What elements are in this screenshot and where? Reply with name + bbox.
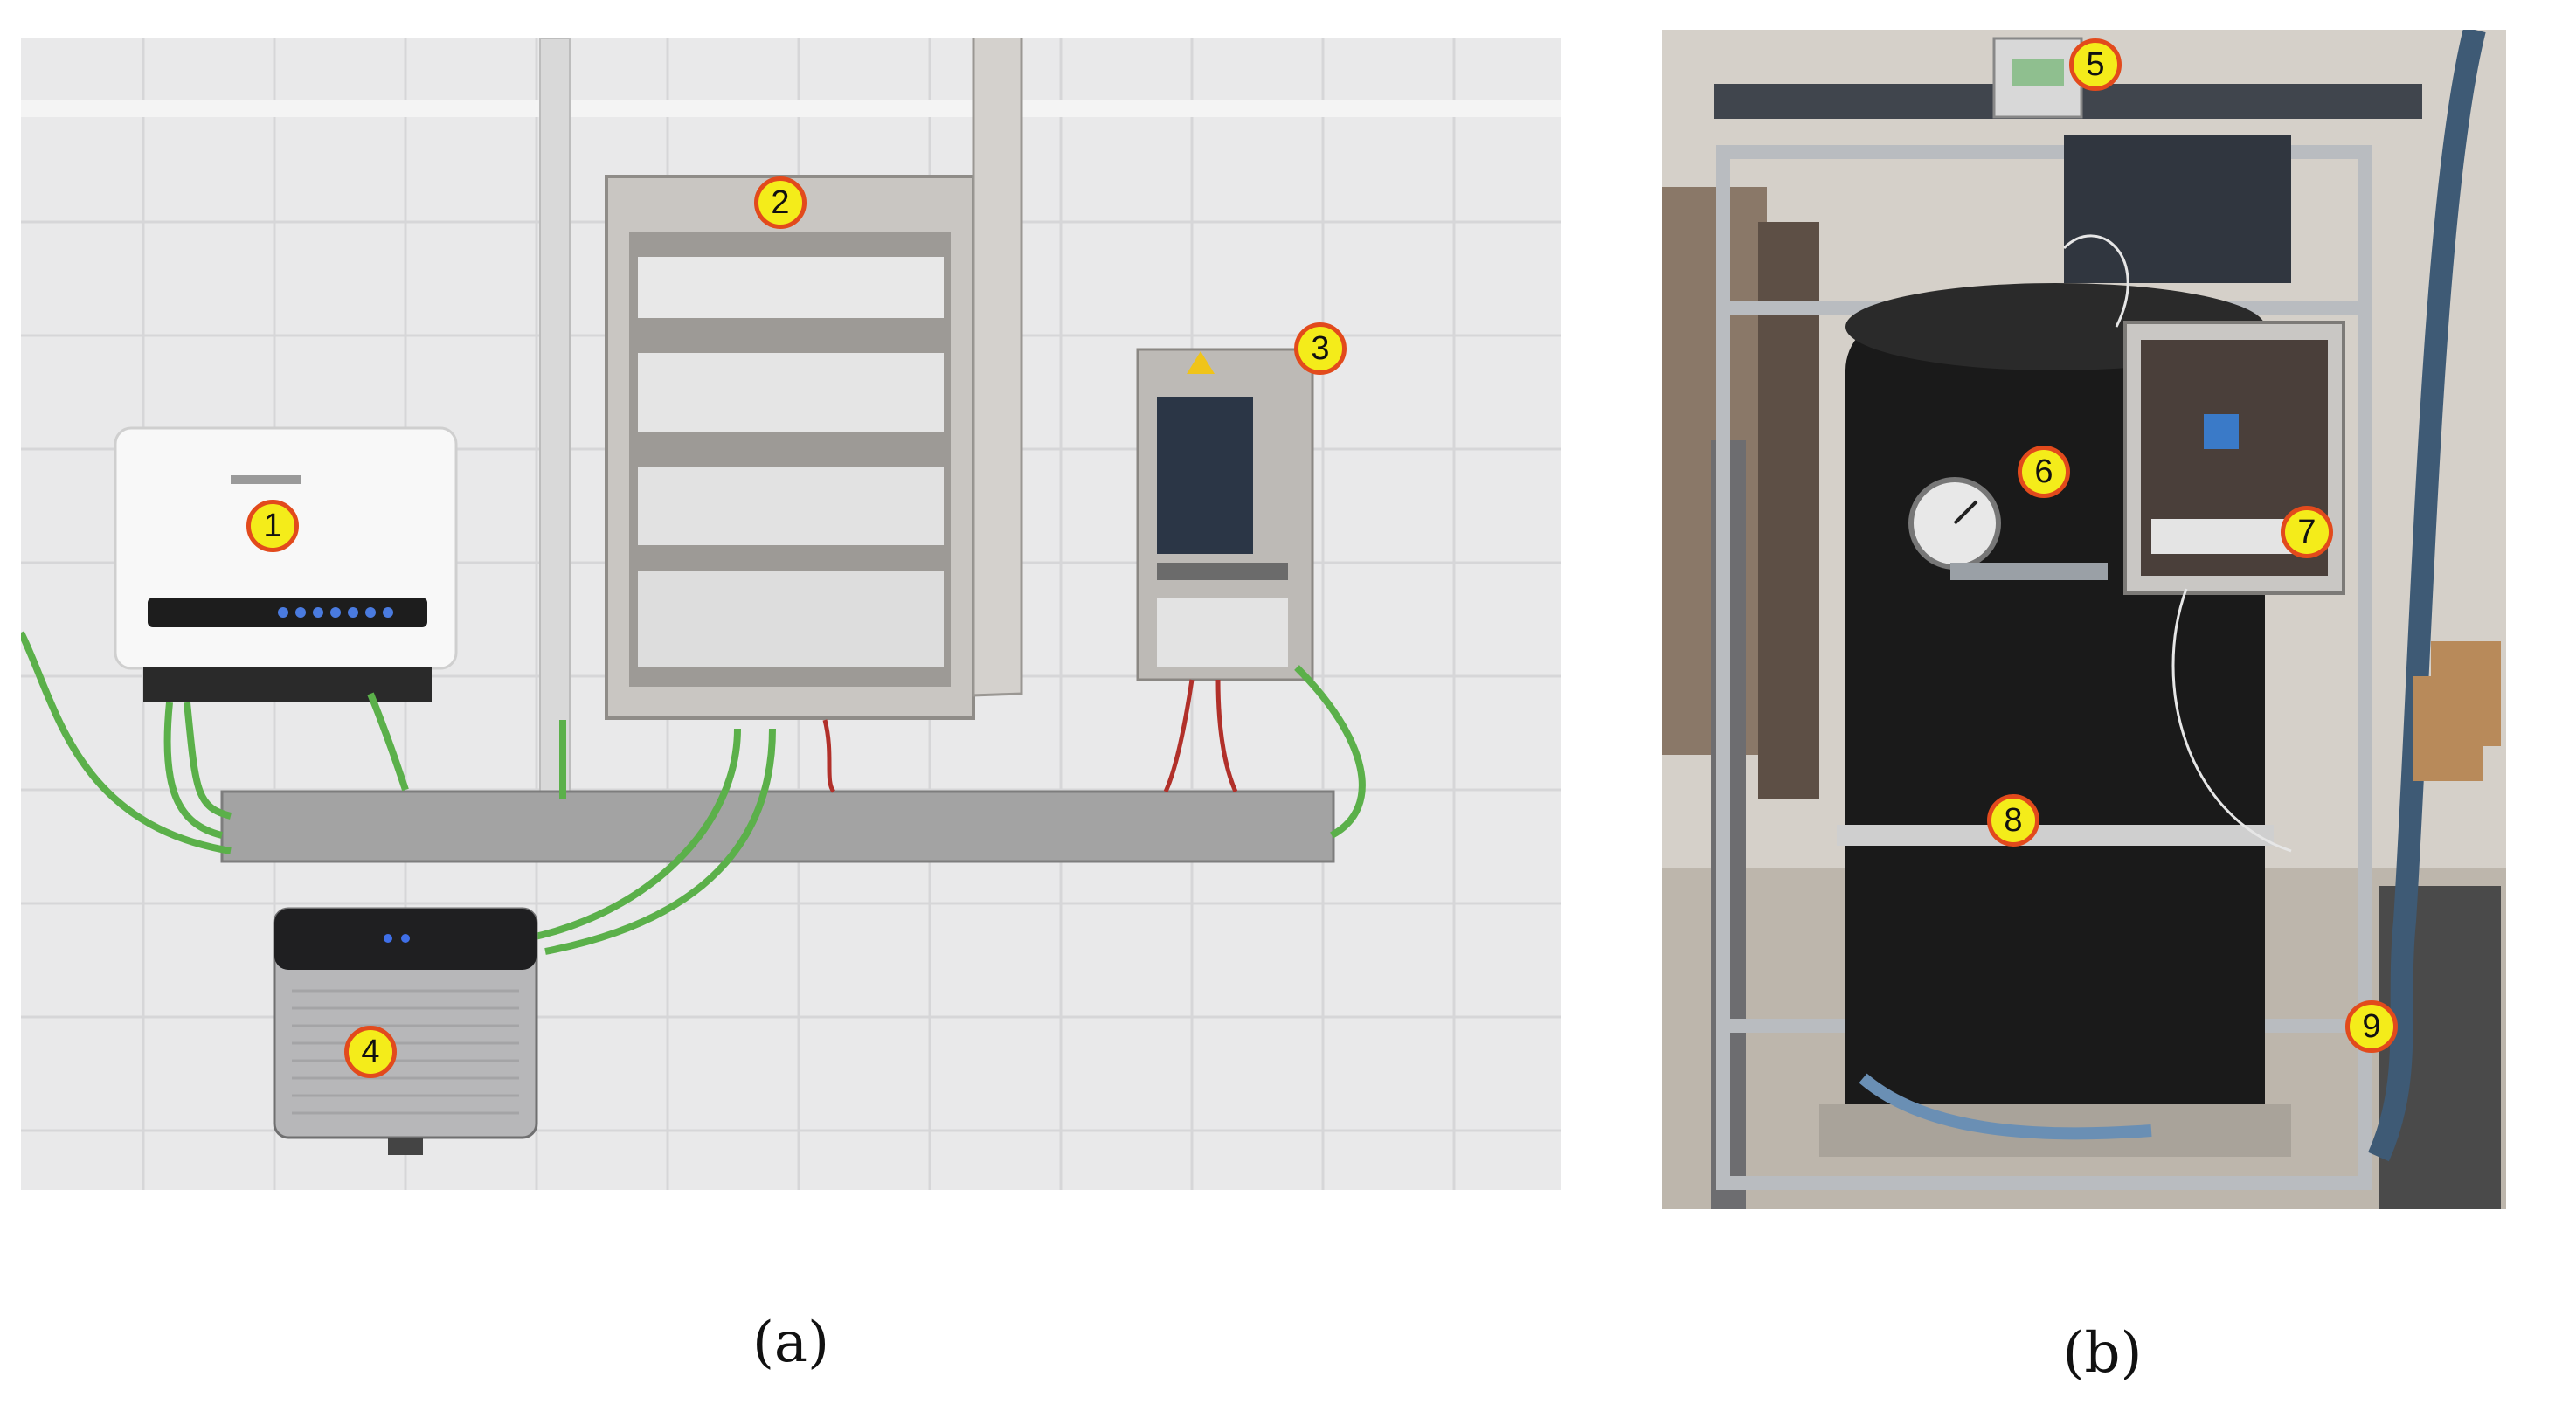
marker-5: 5 — [2069, 38, 2122, 91]
electrical-cabinet — [605, 38, 1023, 720]
stacked-chairs — [2413, 641, 2501, 781]
marker-1: 1 — [246, 500, 299, 552]
battery-unit — [273, 907, 538, 1155]
marker-3: 3 — [1294, 322, 1347, 375]
marker-6: 6 — [2018, 446, 2070, 498]
conduit-pipe — [539, 38, 571, 799]
caption-b: (b) — [2062, 1321, 2143, 1386]
photo-b-illustration — [1662, 30, 2506, 1209]
marker-9: 9 — [2345, 1000, 2398, 1053]
red-cables — [822, 679, 1238, 793]
caption-a: (a) — [751, 1311, 830, 1375]
cable-trunking — [220, 790, 1335, 863]
inverter — [114, 426, 458, 702]
drive-panel — [1136, 348, 1314, 681]
marker-8: 8 — [1987, 794, 2039, 847]
marker-2: 2 — [754, 176, 807, 229]
photo-a-illustration — [21, 38, 1561, 1190]
photo-panel-a: 1 2 3 4 — [21, 38, 1561, 1190]
marker-4: 4 — [344, 1026, 397, 1078]
green-cables — [21, 631, 1366, 955]
marker-7: 7 — [2281, 506, 2333, 558]
photo-panel-b: 5 6 7 8 9 — [1662, 30, 2506, 1209]
